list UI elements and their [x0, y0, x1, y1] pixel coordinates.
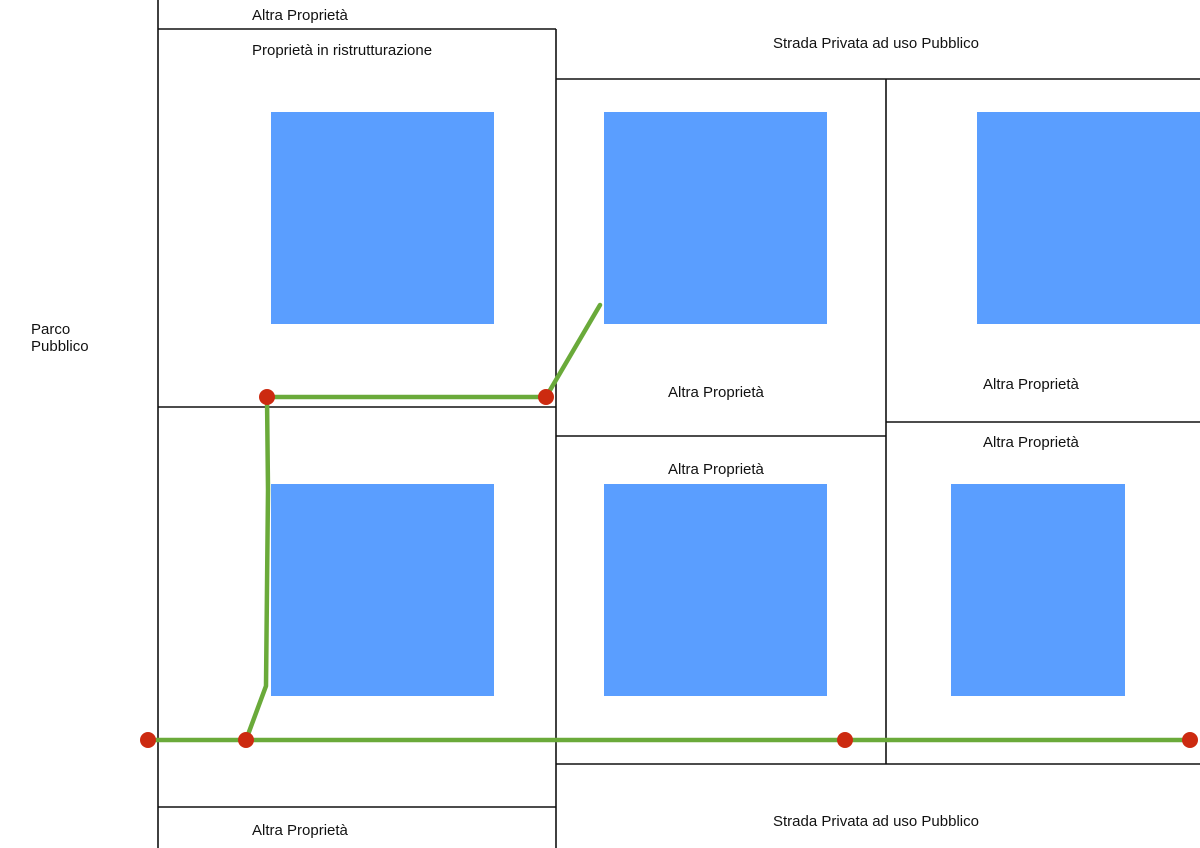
path-branch-left: [243, 394, 271, 743]
road-bottom-label: Strada Privata ad uso Pubblico: [773, 813, 979, 830]
renovation-property-label: Proprietà in ristrutturazione: [252, 42, 433, 59]
buildings: [271, 112, 1200, 696]
building-center-lower: [604, 484, 827, 696]
building-right-lower: [951, 484, 1125, 696]
node-renovation-edge: [538, 389, 554, 405]
connection-points: [140, 389, 1198, 748]
node-center-junction: [837, 732, 853, 748]
road-top-label: Strada Privata ad uso Pubblico: [773, 35, 979, 52]
property-boundaries: [157, 0, 1200, 848]
center-lower-other-property-label: Altra Proprietà: [668, 461, 764, 478]
right-lower-other-property-label: Altra Proprietà: [983, 434, 1079, 451]
top-other-property-label: Altra Proprietà: [252, 7, 348, 24]
right-top-other-property-label: Altra Proprietà: [983, 376, 1079, 393]
center-top-other-property-label: Altra Proprietà: [668, 384, 764, 401]
node-right-end: [1182, 732, 1198, 748]
building-center-top: [604, 112, 827, 324]
node-left-junction: [238, 732, 254, 748]
park-label: Parco Pubblico: [31, 321, 89, 355]
bottom-other-property-label: Altra Proprietà: [252, 822, 348, 839]
building-renovation: [271, 112, 494, 324]
building-left-lower: [271, 484, 494, 696]
building-right-top: [977, 112, 1200, 324]
node-park-entry: [140, 732, 156, 748]
node-renovation-corner: [259, 389, 275, 405]
